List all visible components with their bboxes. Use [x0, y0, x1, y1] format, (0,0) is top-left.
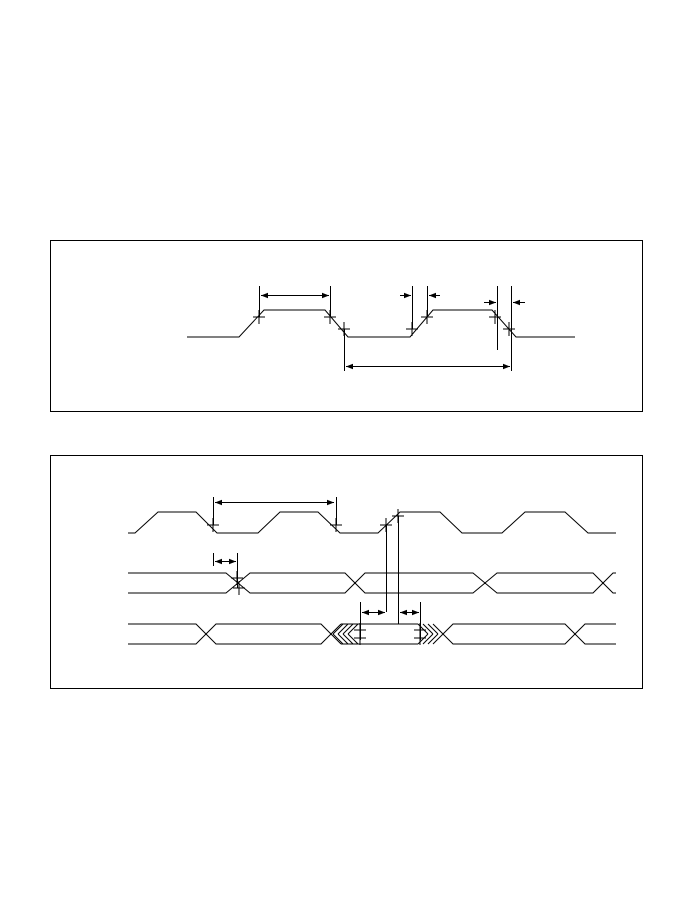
- data-invalid-hatch: [333, 624, 358, 644]
- figure-1-frame: [51, 241, 643, 412]
- clock-waveform: [187, 310, 575, 337]
- figure-2: [51, 456, 643, 689]
- data-invalid-hatch: [418, 624, 443, 644]
- figure-2-frame: [51, 456, 643, 689]
- figure-1: [51, 241, 643, 412]
- extension-lines: [260, 286, 512, 371]
- clock-waveform: [128, 512, 616, 533]
- data-bus-1: [128, 573, 616, 593]
- edge-markers: [253, 310, 515, 336]
- edge-markers: [207, 509, 426, 645]
- extension-lines: [214, 497, 421, 640]
- data-bus-2: [128, 624, 616, 644]
